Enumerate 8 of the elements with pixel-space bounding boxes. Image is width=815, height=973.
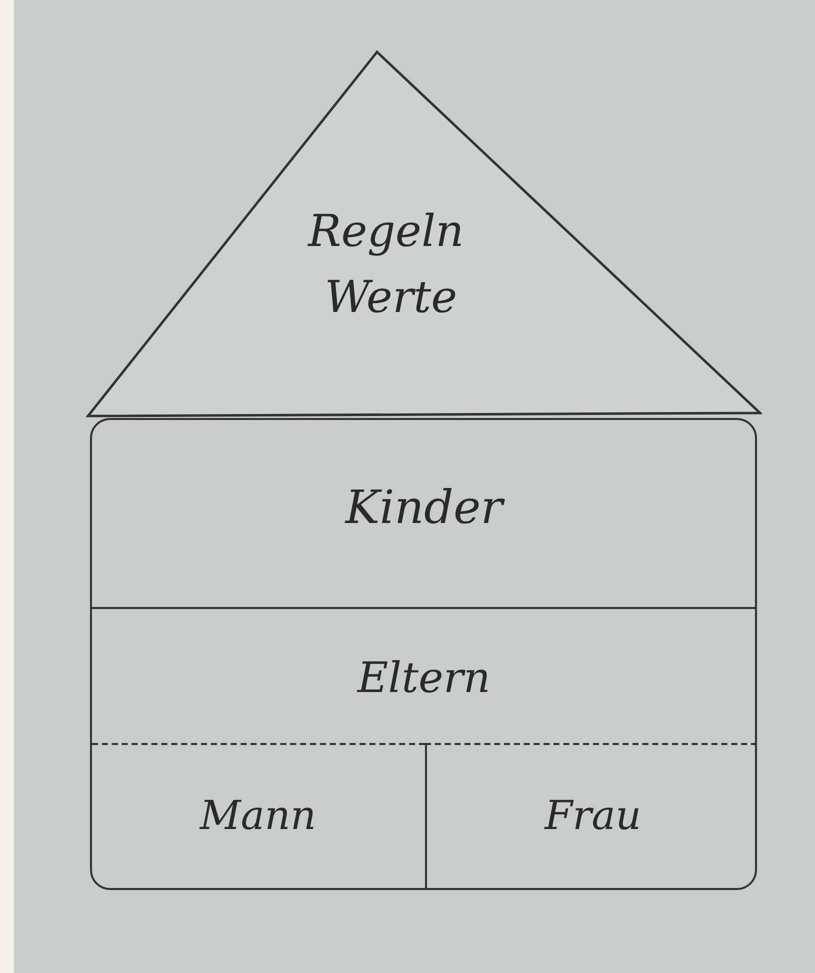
section-label: Eltern — [358, 653, 490, 702]
roof-label: Werte — [324, 272, 458, 323]
room-section — [425, 743, 757, 890]
section-label: Mann — [200, 793, 316, 839]
house-body — [90, 418, 757, 890]
roof-label: Regeln — [308, 206, 464, 257]
section-label: Frau — [544, 793, 642, 839]
section-label: Kinder — [345, 480, 503, 534]
